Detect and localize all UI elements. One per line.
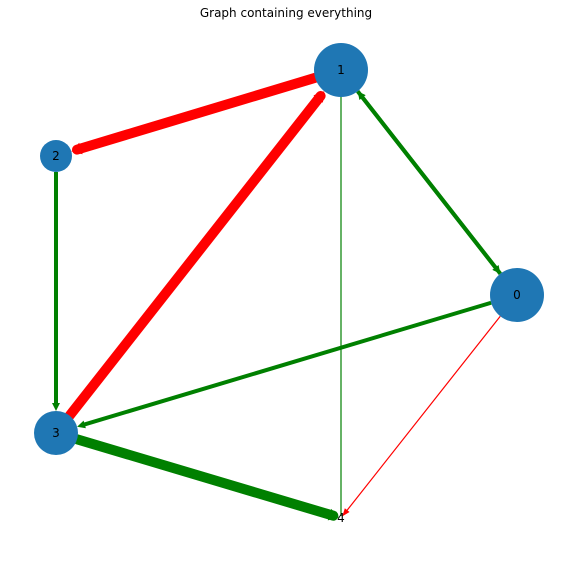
- edge-arrowhead: [357, 91, 366, 101]
- edge-line: [359, 93, 502, 275]
- edge-arrowhead: [52, 403, 60, 411]
- node-circle: [34, 411, 78, 455]
- edge-arrowhead: [77, 420, 86, 429]
- edge-2-3: [52, 172, 60, 411]
- edge-3-4: [72, 434, 340, 521]
- edge-0-1: [357, 91, 502, 275]
- edge-1-2: [71, 72, 321, 155]
- node-3: 3: [34, 411, 78, 455]
- node-circle: [490, 268, 544, 322]
- edge-line: [344, 315, 501, 514]
- node-circle: [314, 43, 368, 97]
- node-0: 0: [490, 268, 544, 322]
- node-2: 2: [40, 140, 72, 172]
- node-1: 1: [314, 43, 368, 97]
- edge-3-1: [64, 90, 326, 421]
- node-label: 2: [52, 149, 60, 163]
- edge-arrowhead: [327, 508, 340, 521]
- graph-title: Graph containing everything: [199, 6, 373, 20]
- edge-arrowhead: [313, 91, 325, 103]
- node-label: 0: [513, 288, 521, 302]
- node-4: 4: [337, 511, 345, 525]
- edge-line: [72, 72, 321, 155]
- edge-0-4: [342, 315, 501, 517]
- node-label: 1: [337, 63, 345, 77]
- edge-line: [81, 300, 492, 428]
- node-circle: [40, 140, 72, 172]
- edge-arrowhead: [71, 142, 83, 155]
- node-layer: 0 1 2 3 4: [34, 43, 544, 525]
- edge-line: [72, 434, 339, 521]
- edge-line: [64, 90, 326, 421]
- node-label: 4: [337, 511, 345, 525]
- edge-layer: [52, 72, 502, 521]
- edge-0-3: [77, 300, 492, 429]
- edge-arrowhead: [342, 508, 350, 517]
- node-label: 3: [52, 426, 60, 440]
